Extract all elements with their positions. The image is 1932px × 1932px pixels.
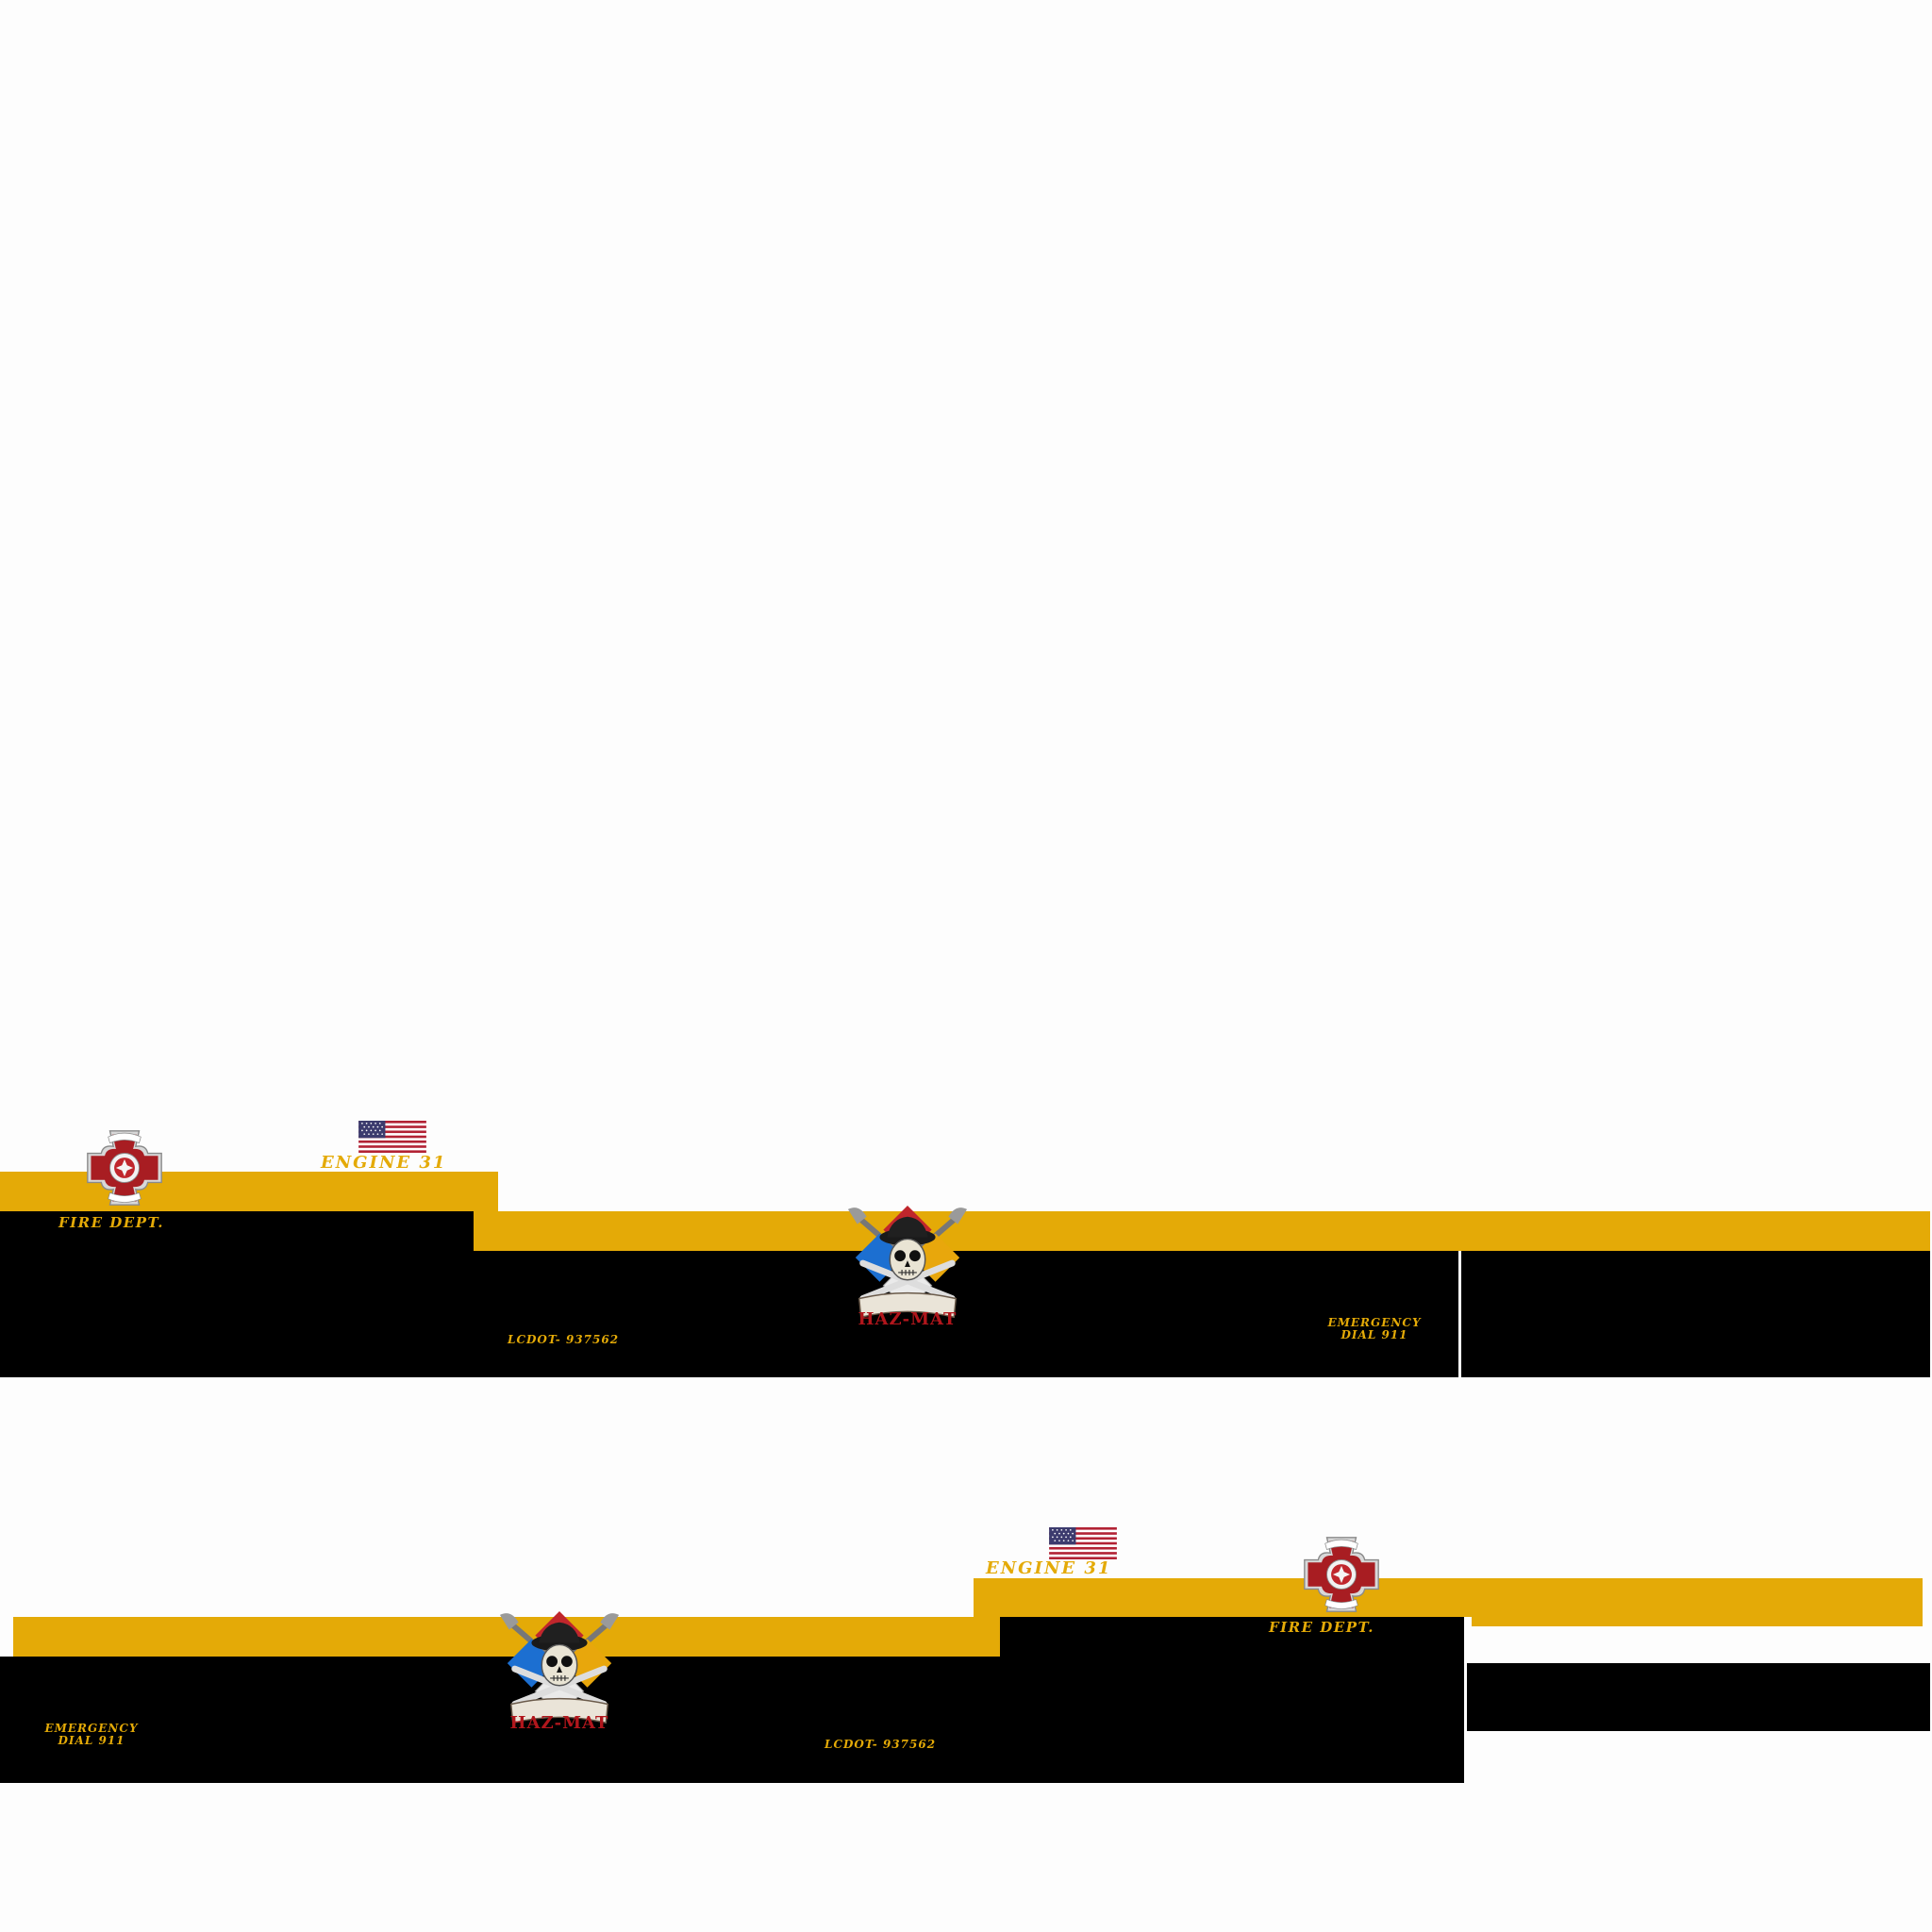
- upper-emergency-line2: DIAL 911: [1341, 1328, 1408, 1341]
- upper-cab-body: [0, 1211, 474, 1251]
- upper-emergency-line1: EMERGENCY: [1327, 1316, 1422, 1329]
- upper-maltese-cross-badge-icon: [86, 1129, 163, 1207]
- lower-rear-panel: [1467, 1663, 1930, 1731]
- upper-hazmat-banner-wrap: HAZ-MAT: [841, 1309, 974, 1329]
- upper-body-stripe: [474, 1211, 1930, 1251]
- upper-hazmat-banner-text: HAZ-MAT: [858, 1309, 958, 1329]
- lower-emergency-line1: EMERGENCY: [44, 1722, 139, 1735]
- upper-cab-stripe: [0, 1172, 498, 1211]
- upper-rear-panel: [1461, 1251, 1930, 1377]
- lower-american-flag-icon: [1049, 1527, 1117, 1559]
- upper-dot-number: LCDOT- 937562: [508, 1333, 620, 1346]
- lower-maltese-cross-badge-icon: [1303, 1536, 1380, 1613]
- lower-rear-stripe: [1472, 1617, 1923, 1626]
- upper-main-body: [0, 1251, 1458, 1377]
- lower-dot-number: LCDOT- 937562: [824, 1738, 937, 1751]
- lower-emergency-line2: DIAL 911: [58, 1734, 125, 1747]
- upper-emergency-block: EMERGENCY DIAL 911: [1304, 1317, 1445, 1341]
- lower-engine-label: ENGINE 31: [986, 1558, 1112, 1578]
- lower-hazmat-banner-text: HAZ-MAT: [509, 1713, 609, 1733]
- upper-engine-label: ENGINE 31: [321, 1153, 447, 1173]
- upper-fire-dept-label: FIRE DEPT.: [58, 1214, 164, 1231]
- upper-american-flag-icon: [358, 1121, 426, 1153]
- lower-cab-body: [1000, 1617, 1464, 1657]
- lower-fire-dept-label: FIRE DEPT.: [1269, 1619, 1374, 1636]
- lower-hazmat-banner-wrap: HAZ-MAT: [493, 1713, 625, 1733]
- lower-cab-stripe: [974, 1578, 1923, 1617]
- lower-main-body: [0, 1657, 1464, 1783]
- lower-emergency-block: EMERGENCY DIAL 911: [21, 1723, 162, 1747]
